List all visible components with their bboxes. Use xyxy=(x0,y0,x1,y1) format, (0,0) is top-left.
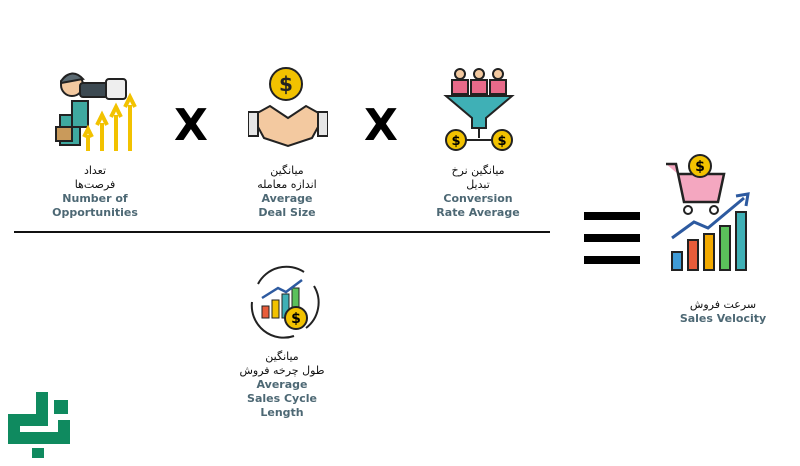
average-deal-size-label: میانگین اندازه معامله Average Deal Size xyxy=(257,164,317,219)
svg-text:$: $ xyxy=(279,72,293,96)
sales-cycle-icon: $ xyxy=(250,265,320,339)
svg-text:$: $ xyxy=(497,134,506,149)
sales-velocity-label: سرعت فروش Sales Velocity xyxy=(679,298,767,325)
fraction-divider xyxy=(14,231,550,233)
handshake-deal-icon: $ xyxy=(248,67,328,148)
datak-logo xyxy=(8,392,70,458)
multiply-operator-2: X xyxy=(364,100,398,151)
conversion-funnel-icon: $ $ xyxy=(443,68,515,151)
number-of-opportunities-label: تعداد فرصت‌ها Number of Opportunities xyxy=(52,164,138,219)
svg-text:$: $ xyxy=(451,134,460,149)
svg-text:$: $ xyxy=(291,311,301,327)
sales-chart-cart-icon: $ xyxy=(666,154,750,271)
svg-text:$: $ xyxy=(695,159,705,175)
conversion-rate-average-label: میانگین نرخ تبدیل Conversion Rate Averag… xyxy=(436,164,520,219)
binoculars-growth-icon xyxy=(55,72,137,151)
equals-operator xyxy=(584,212,640,278)
multiply-operator-1: X xyxy=(174,100,208,151)
average-sales-cycle-length-label: میانگین طول چرخه فروش Average Sales Cycl… xyxy=(239,350,325,419)
